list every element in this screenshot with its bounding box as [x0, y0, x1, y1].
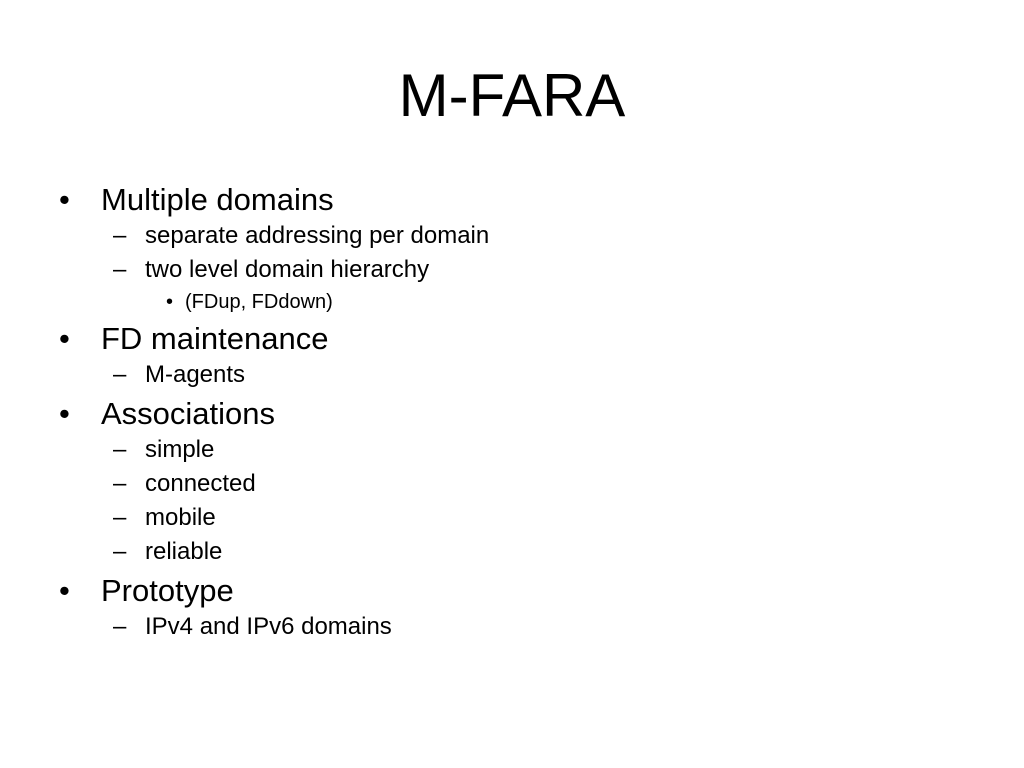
sub-bullet-text: two level domain hierarchy — [145, 256, 430, 283]
sub-sub-bullet-fdup-fddown: • (FDup, FDdown) — [0, 287, 1024, 317]
sub-bullet-reliable: – reliable — [0, 535, 1024, 569]
bullet-prototype: • Prototype — [0, 571, 1024, 610]
bullet-dot-icon: • — [59, 396, 70, 431]
sub-bullet-text: simple — [145, 436, 215, 463]
bullet-text: FD maintenance — [101, 321, 329, 356]
sub-bullet-connected: – connected — [0, 467, 1024, 501]
dash-icon: – — [113, 436, 127, 463]
bullet-text: Prototype — [101, 573, 234, 608]
sub-bullet-text: reliable — [145, 538, 223, 565]
sub-bullet-simple: – simple — [0, 433, 1024, 467]
sub-bullet-ipv4-ipv6: – IPv4 and IPv6 domains — [0, 610, 1024, 644]
dash-icon: – — [113, 470, 127, 497]
bullet-fd-maintenance: • FD maintenance — [0, 319, 1024, 358]
bullet-dot-icon: • — [59, 573, 70, 608]
bullet-text: Multiple domains — [101, 182, 334, 217]
bullet-dot-icon: • — [59, 182, 70, 217]
dash-icon: – — [113, 613, 127, 640]
slide-body: • Multiple domains – separate addressing… — [0, 178, 1024, 644]
dash-icon: – — [113, 361, 127, 388]
sub-bullet-mobile: – mobile — [0, 501, 1024, 535]
bullet-text: Associations — [101, 396, 276, 431]
bullet-dot-icon: • — [166, 291, 174, 313]
dash-icon: – — [113, 222, 127, 249]
sub-bullet-text: separate addressing per domain — [145, 222, 490, 249]
bullet-associations: • Associations — [0, 394, 1024, 433]
bullet-dot-icon: • — [59, 321, 70, 356]
bullet-multiple-domains: • Multiple domains — [0, 180, 1024, 219]
sub-bullet-text: IPv4 and IPv6 domains — [145, 613, 392, 640]
sub-sub-bullet-text: (FDup, FDdown) — [185, 291, 333, 313]
sub-bullet-text: M-agents — [145, 361, 246, 388]
sub-bullet-text: connected — [145, 470, 256, 497]
sub-bullet-m-agents: – M-agents — [0, 358, 1024, 392]
dash-icon: – — [113, 538, 127, 565]
sub-bullet-text: mobile — [145, 504, 216, 531]
slide-title: M-FARA — [398, 62, 626, 129]
dash-icon: – — [113, 504, 127, 531]
sub-bullet-two-level-hierarchy: – two level domain hierarchy — [0, 253, 1024, 287]
sub-bullet-separate-addressing: – separate addressing per domain — [0, 219, 1024, 253]
dash-icon: – — [113, 256, 127, 283]
